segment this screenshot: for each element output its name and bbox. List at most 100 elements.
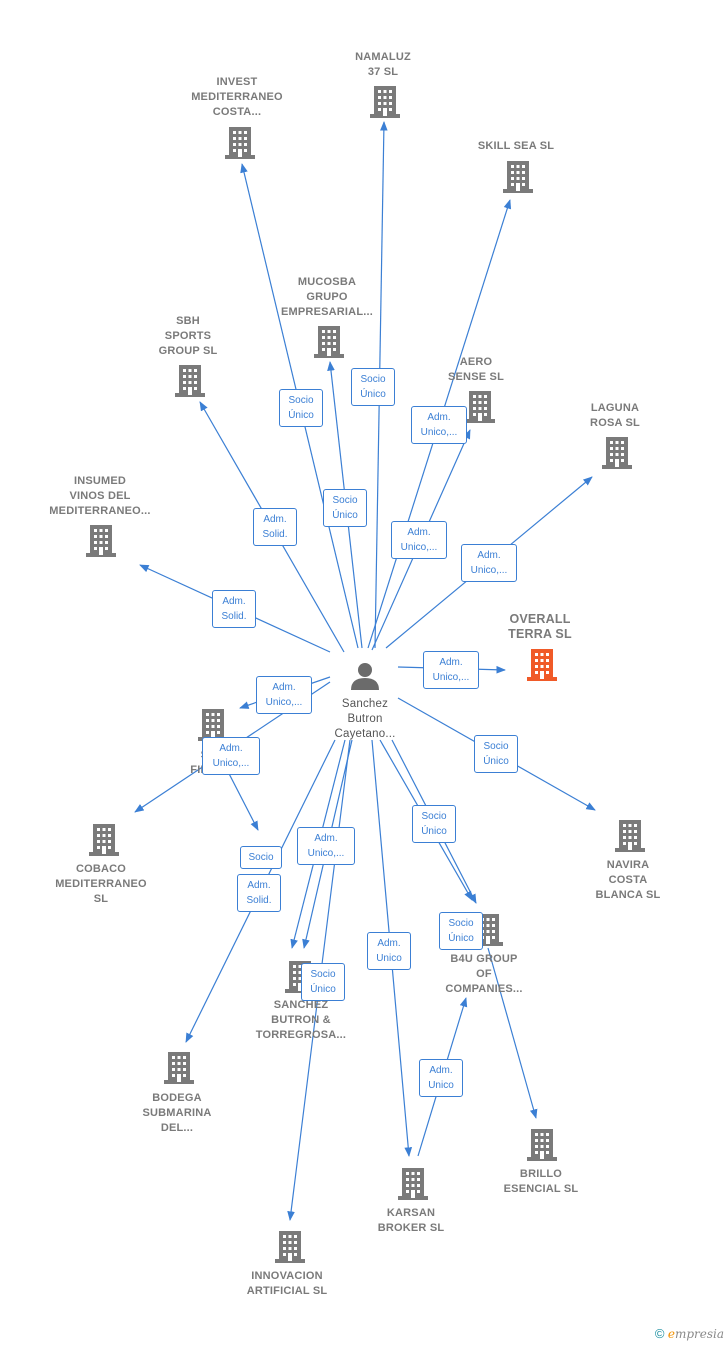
company-label-line: COBACO (75, 863, 127, 875)
building-icon[interactable] (275, 1231, 305, 1263)
copyright-symbol: © (654, 1326, 665, 1341)
relationship-badge-line: Adm. (429, 1065, 453, 1076)
building-icon[interactable] (89, 824, 119, 856)
building-icon[interactable] (314, 326, 344, 358)
company-label-line: ARTIFICIAL SL (246, 1285, 328, 1297)
relationship-badge-line: Solid. (221, 611, 247, 622)
relationship-badge[interactable]: Adm.Unico,... (423, 651, 479, 689)
company-label-line: INNOVACION (251, 1270, 323, 1282)
relationship-badge[interactable]: Adm.Unico,... (202, 737, 260, 775)
company-label-line: MUCOSBA (297, 276, 357, 288)
relationship-badge-line: Único (310, 984, 336, 995)
relationship-badge-line: Socio (360, 374, 386, 385)
relationship-badge-line: Adm. (427, 412, 451, 423)
empresia-logo[interactable]: © empresia (655, 1326, 724, 1341)
relationship-badge[interactable]: Adm.Unico,... (391, 521, 447, 559)
company-label-line: NAVIRA (606, 859, 650, 871)
relationship-badge-line: Unico (376, 953, 402, 964)
building-icon[interactable] (225, 127, 255, 159)
company-label-line: BUTRON & (271, 1014, 331, 1026)
building-icon[interactable] (527, 649, 557, 681)
relationship-badge-line: Adm. (477, 550, 501, 561)
building-icon[interactable] (602, 437, 632, 469)
company-label-line: ROSA SL (590, 417, 640, 429)
company-label-line: NAMALUZ (355, 51, 411, 63)
relationship-badge[interactable]: Socio (240, 846, 282, 869)
relationship-badge[interactable]: Adm.Solid. (237, 874, 281, 912)
building-icon[interactable] (615, 820, 645, 852)
company-label-line: SL (93, 893, 109, 905)
company-label-line: BROKER SL (377, 1222, 445, 1234)
company-label-cobaco[interactable]: COBACO MEDITERRANEO SL (36, 862, 166, 907)
relationship-badge[interactable]: Adm.Solid. (253, 508, 297, 546)
company-label-line: B4U GROUP (450, 953, 518, 965)
company-label-skillsea[interactable]: SKILL SEA SL (451, 139, 581, 154)
relationship-badge[interactable]: Adm. Unico,... (411, 406, 467, 444)
relationship-arrow (487, 947, 538, 1119)
center-name-line: Butron (347, 713, 383, 725)
building-icon[interactable] (175, 365, 205, 397)
relationship-badge-line: Unico,... (470, 565, 508, 576)
company-label-innovacion[interactable]: INNOVACION ARTIFICIAL SL (222, 1269, 352, 1299)
relationship-badge-line: Unico,... (420, 427, 458, 438)
relationship-badge-line: Adm. (439, 657, 463, 668)
company-label-line: MEDITERRANEO... (49, 505, 151, 517)
company-label-line: COMPANIES... (445, 983, 523, 995)
building-icon[interactable] (398, 1168, 428, 1200)
building-icon[interactable] (527, 1129, 557, 1161)
building-icon[interactable] (465, 391, 495, 423)
building-icon[interactable] (503, 161, 533, 193)
relationship-badge-line: Adm. (377, 938, 401, 949)
relationship-badge[interactable]: Adm.Unico (419, 1059, 463, 1097)
relationship-badge[interactable]: Adm. Unico (367, 932, 411, 970)
relationship-badge-line: Socio (332, 495, 358, 506)
relationship-badge-line: Socio (448, 918, 474, 929)
company-label-line: MEDITERRANEO (191, 91, 283, 103)
company-label-line: BLANCA SL (595, 889, 661, 901)
relationship-badge-line: Único (483, 756, 509, 767)
relationship-badge[interactable]: Adm.Solid. (212, 590, 256, 628)
relationship-badge[interactable]: Adm. Unico,... (461, 544, 517, 582)
company-label-line: SUBMARINA (142, 1107, 212, 1119)
relationship-badge-line: Único (332, 510, 358, 521)
center-person-label[interactable]: Sanchez Butron Cayetano... (298, 697, 432, 742)
company-label-line: MEDITERRANEO (55, 878, 147, 890)
company-label-line: TORREGROSA... (255, 1029, 347, 1041)
company-label-line: SBH (176, 315, 200, 327)
building-icon[interactable] (164, 1052, 194, 1084)
company-label-line: INSUMED (73, 475, 127, 487)
company-label-invest[interactable]: INVEST MEDITERRANEO COSTA... (172, 75, 302, 120)
relationship-badge-line: Único (421, 826, 447, 837)
relationship-badge-line: Solid. (262, 529, 288, 540)
building-icon[interactable] (370, 86, 400, 118)
brand-initial: e (667, 1327, 675, 1341)
company-label-line: COSTA... (212, 106, 262, 118)
building-icon[interactable] (86, 525, 116, 557)
relationship-badge[interactable]: Adm.Unico,... (256, 676, 312, 714)
relationship-badge-line: Adm. (272, 682, 296, 693)
relationship-badge-line: Único (288, 410, 314, 421)
relationship-badge[interactable]: Adm.Unico,... (297, 827, 355, 865)
company-label-line: INVEST (216, 76, 258, 88)
company-label-line: SKILL SEA SL (477, 140, 555, 152)
